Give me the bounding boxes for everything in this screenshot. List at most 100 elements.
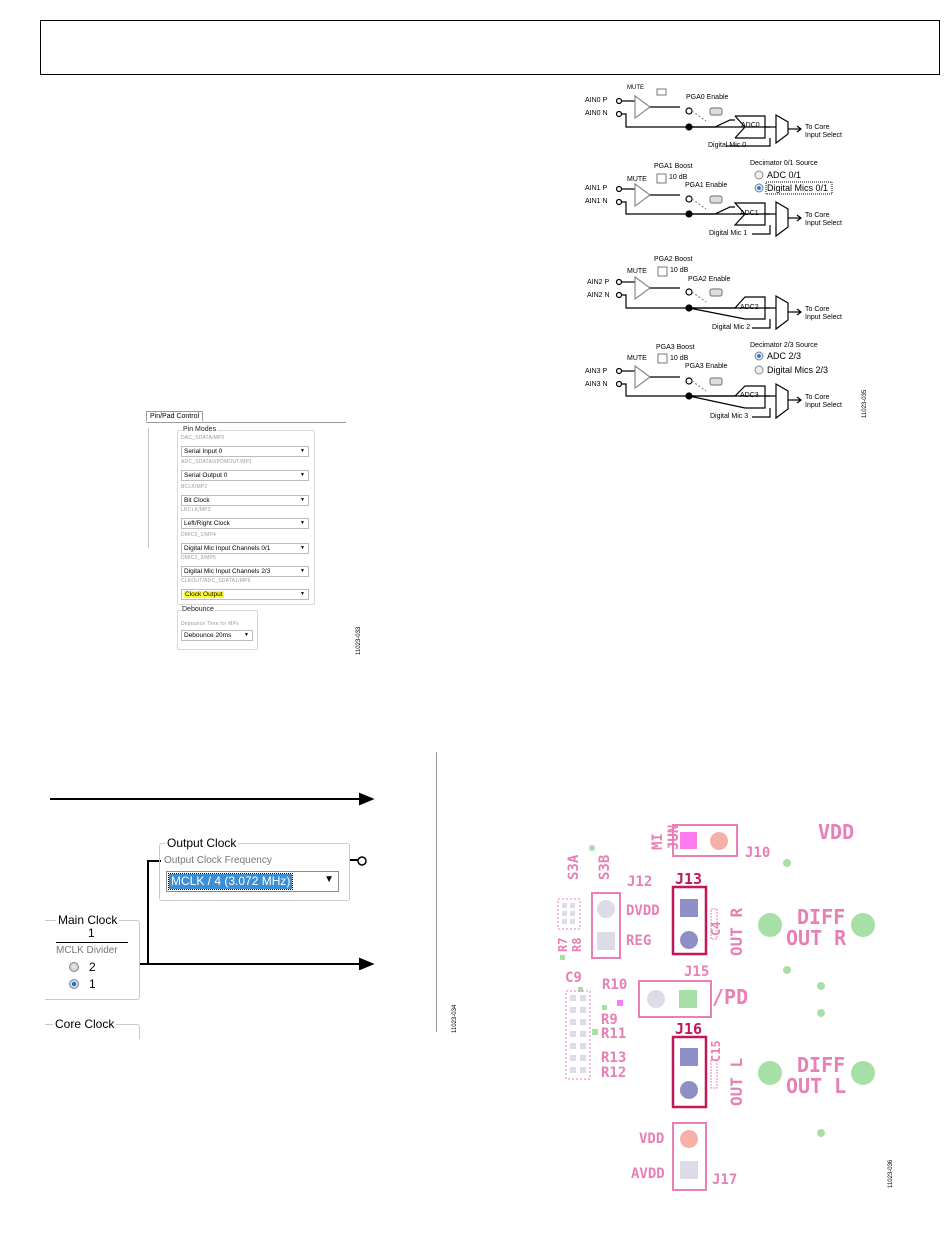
debounce-title: Debounce [181,606,215,613]
adc-input-diagram [615,88,833,420]
pin-row-label: ADC_SDATA0/PDMOUT/MP1 [181,459,252,465]
pga3-enable-label: PGA3 Enable [685,363,728,370]
dropdown-value: Digital Mic Input Channels 2/3 [184,568,271,575]
ain0p-label: AIN0 P [585,97,608,104]
pcb-out-l-vertical: OUT L [727,1057,746,1106]
pcb-out-l: OUT L [786,1074,847,1098]
dropdown-value: Digital Mic Input Channels 0/1 [184,545,271,552]
decimator23-dmic-option[interactable]: Digital Mics 2/3 [767,365,829,375]
pcb-j12: J12 [627,874,653,890]
figure-id-036: 11023-036 [888,1159,894,1188]
pin-mode-dropdown[interactable]: Digital Mic Input Channels 2/3 ▼ [181,566,309,577]
pcb-pd: /PD [712,985,749,1009]
mclk-divider-option-2: 2 [89,960,96,974]
pin-mode-dropdown[interactable]: Serial Input 0▼ [181,446,309,457]
decimator23-adc-option[interactable]: ADC 2/3 [767,351,802,361]
dmic3-label: Digital Mic 3 [710,413,749,420]
chevron-down-icon: ▼ [324,874,334,885]
dropdown-value: Left/Right Clock [184,520,230,527]
ain3n-label: AIN3 N [585,381,608,388]
chevron-down-icon: ▼ [300,520,305,526]
input-select-1: Input Select [805,220,842,227]
debounce-time-label: Debounce Time for MPs [181,621,239,627]
pin-modes-title: Pin Modes [182,426,218,433]
mclk-divider-label: MCLK Divider [56,945,118,956]
pga1-boost-value: 10 dB [669,174,688,181]
pcb-mi: MI [650,833,666,850]
pcb-j13: J13 [675,870,703,888]
pga2-enable-label: PGA2 Enable [688,276,731,283]
pin-row-label: DAC_SDATA/MP0 [181,435,225,441]
input-select-2: Input Select [805,314,842,321]
mclk-divider-radio-1[interactable] [69,979,79,989]
pin-mode-dropdown[interactable]: Left/Right Clock ▼ [181,518,309,529]
decimator01-adc-option[interactable]: ADC 0/1 [767,170,802,180]
ain3p-label: AIN3 P [585,368,608,375]
chevron-down-icon: ▼ [244,632,249,638]
main-clock-divider-line [56,942,128,943]
pcb-c4: C4 [709,921,723,936]
pcb-r12: R12 [601,1065,627,1081]
mute-label-ch2: MUTE [627,268,647,275]
mute-label-ch1: MUTE [627,176,647,183]
pin-mode-dropdown[interactable]: Digital Mic Input Channels 0/1 ▼ [181,543,309,554]
pcb-s3a: S3A [566,854,582,880]
dropdown-value: Debounce 20ms [184,632,232,639]
tab-pin-pad-control[interactable]: Pin/Pad Control [146,411,204,421]
output-clock-frequency-dropdown[interactable]: MCLK / 4 (3.072 MHz) ▼ [166,871,339,892]
pcb-r11: R11 [601,1026,627,1042]
to-core-3: To Core [805,394,830,401]
pga2-boost-value: 10 dB [670,267,689,274]
decimator01-dmic-option[interactable]: Digital Mics 0/1 [767,183,829,193]
figure-id-034: 11023-034 [452,1004,458,1033]
input-select-3: Input Select [805,402,842,409]
pin-mode-dropdown[interactable]: Bit Clock▼ [181,495,309,506]
tab-underline [146,422,346,423]
ain1n-label: AIN1 N [585,198,608,205]
figure-id-033: 11023-033 [356,626,362,655]
ain2p-label: AIN2 P [587,279,610,286]
chevron-down-icon: ▼ [300,472,305,478]
ain2n-label: AIN2 N [587,292,610,299]
pcb-r13: R13 [601,1050,627,1066]
dropdown-selected-value: MCLK / 4 (3.072 MHz) [167,873,294,890]
main-clock-title: Main Clock [56,913,120,927]
pga3-boost-value: 10 dB [670,355,689,362]
debounce-dropdown[interactable]: Debounce 20ms ▼ [181,630,253,641]
pin-modes-group [177,430,315,605]
dropdown-value: Serial Input 0 [184,448,223,455]
pcb-vdd-bottom: VDD [639,1131,665,1147]
dmic0-label: Digital Mic 0 [708,142,747,149]
pcb-s3b: S3B [597,854,613,880]
adc0-label: ADC0 [741,122,760,129]
main-clock-value: 1 [88,926,95,940]
adc1-label: ADC1 [740,210,759,217]
mute-label-ch3: MUTE [627,355,647,362]
clkout-dropdown[interactable]: Clock Output▼ [181,589,309,600]
pcb-out-r-vertical: OUT R [727,907,746,956]
dropdown-value-highlighted: Clock Output [184,591,224,598]
mclk-divider-radio-2[interactable] [69,962,79,972]
chevron-down-icon: ▼ [300,568,305,574]
chevron-down-icon: ▼ [300,545,305,551]
pin-row-label: DMIC0_1/MP4 [181,532,216,538]
figure-separator-line [436,752,437,1032]
mclk-divider-option-1: 1 [89,977,96,991]
dropdown-value: Serial Output 0 [184,472,228,479]
pga2-boost-label: PGA2 Boost [654,256,693,263]
pcb-avdd: AVDD [631,1166,665,1182]
pcb-c9: C9 [565,970,582,986]
clock-diagram-lines [50,792,375,970]
page-header-box [40,20,940,75]
dmic1-label: Digital Mic 1 [709,230,748,237]
pcb-c15: C15 [709,1040,723,1062]
pcb-layout [557,824,875,1191]
pcb-dvdd: DVDD [626,903,660,919]
pcb-diff-r: DIFF [797,905,846,929]
core-clock-title: Core Clock [53,1017,117,1031]
pin-mode-dropdown[interactable]: Serial Output 0 ▼ [181,470,309,481]
pga1-enable-label: PGA1 Enable [685,182,728,189]
figure-id-035: 11023-035 [862,389,868,418]
decimator01-title: Decimator 0/1 Source [750,160,818,167]
panel-left-border [148,428,149,548]
